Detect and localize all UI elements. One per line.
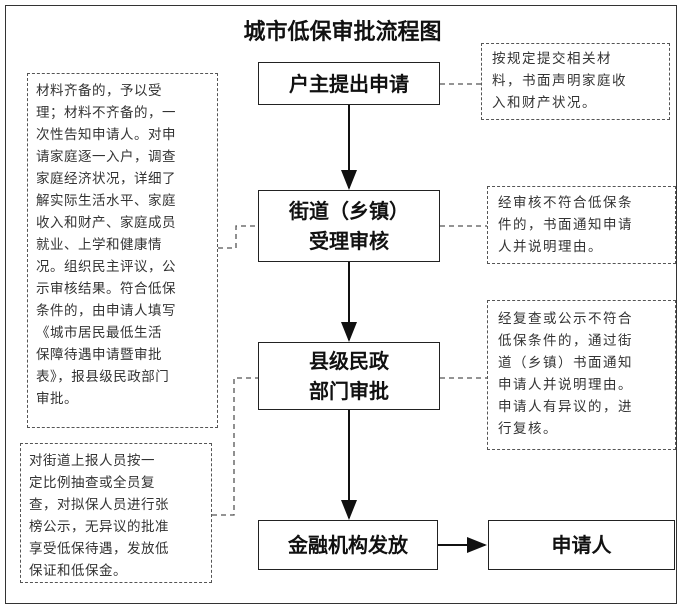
note-line: 表》，报县级民政部门 <box>36 369 170 385</box>
note-line: 申请人有异议的，进 <box>498 399 633 415</box>
note-line: 收入和财产、家庭成员 <box>36 215 176 231</box>
step-label: 街道（乡镇） <box>289 199 409 223</box>
note-line: 人并说明理由。 <box>498 239 603 255</box>
note-line: 对街道上报人员按一 <box>29 453 155 469</box>
note-left-1: 材料齐备的，予以受 理；材料不齐备的，一 次性告知申请人。对申 请家庭逐一入户，… <box>27 73 218 428</box>
note-line: 入和财产状况。 <box>492 95 597 111</box>
diagram-title: 城市低保审批流程图 <box>243 20 442 45</box>
note-line: 申请人并说明理由。 <box>498 377 633 393</box>
step-applicant: 申请人 <box>488 520 675 570</box>
dash-link-left2 <box>212 377 258 516</box>
note-line: 经审核不符合低保条 <box>498 195 633 211</box>
note-line: 审批。 <box>36 391 78 407</box>
note-line: 请家庭逐一入户，调查 <box>36 149 176 165</box>
note-line: 享受低保待遇，发放低 <box>29 541 169 557</box>
step-bank-payout: 金融机构发放 <box>258 520 438 570</box>
note-line: 材料齐备的，予以受 <box>36 83 162 99</box>
step-street-review: 街道（乡镇） 受理审核 <box>258 190 440 262</box>
note-right-3: 经复查或公示不符合 低保条件的，通过街 道（乡镇）书面通知 申请人并说明理由。 … <box>487 300 676 450</box>
note-line: 经复查或公示不符合 <box>498 311 633 327</box>
dash-link-left1 <box>218 225 258 249</box>
step-label: 申请人 <box>551 533 612 557</box>
note-line: 低保条件的，通过街 <box>498 333 633 349</box>
note-line: 料，书面声明家庭收 <box>492 73 627 89</box>
note-line: 家庭经济状况，详细了 <box>36 171 176 187</box>
note-line: 理；材料不齐备的，一 <box>36 105 176 121</box>
note-line: 保障待遇申请暨审批 <box>36 347 162 363</box>
step-county-approval: 县级民政 部门审批 <box>258 342 440 410</box>
note-line: 查，对拟保人员进行张 <box>29 497 169 513</box>
note-line: 况。组织民主评议，公 <box>36 259 176 275</box>
note-line: 按规定提交相关材 <box>492 51 612 67</box>
note-line: 定比例抽查或全员复 <box>29 475 155 491</box>
note-line: 榜公示，无异议的批准 <box>29 519 169 535</box>
note-line: 道（乡镇）书面通知 <box>498 355 633 371</box>
note-left-2: 对街道上报人员按一 定比例抽查或全员复 查，对拟保人员进行张 榜公示，无异议的批… <box>20 443 212 583</box>
diagram-frame <box>5 5 677 604</box>
note-right-2: 经审核不符合低保条 件的，书面通知申请 人并说明理由。 <box>487 186 676 264</box>
note-line: 次性告知申请人。对申 <box>36 127 176 143</box>
step-label: 受理审核 <box>309 229 389 253</box>
note-line: 《城市居民最低生活 <box>36 325 162 341</box>
note-line: 就业、上学和健康情 <box>36 237 162 253</box>
note-right-1: 按规定提交相关材 料，书面声明家庭收 入和财产状况。 <box>481 43 670 120</box>
step-label: 县级民政 <box>309 349 389 373</box>
note-line: 行复核。 <box>498 421 558 437</box>
step-label: 金融机构发放 <box>288 533 408 557</box>
note-line: 解实际生活水平、家庭 <box>36 193 176 209</box>
note-line: 条件的，由申请人填写 <box>36 303 176 319</box>
note-line: 示审核结果。符合低保 <box>36 281 176 297</box>
note-line: 保证和低保金。 <box>29 563 127 579</box>
note-line: 件的，书面通知申请 <box>498 217 633 233</box>
step-label: 户主提出申请 <box>289 71 409 96</box>
step-household-apply: 户主提出申请 <box>258 62 440 105</box>
step-label: 部门审批 <box>309 379 389 403</box>
